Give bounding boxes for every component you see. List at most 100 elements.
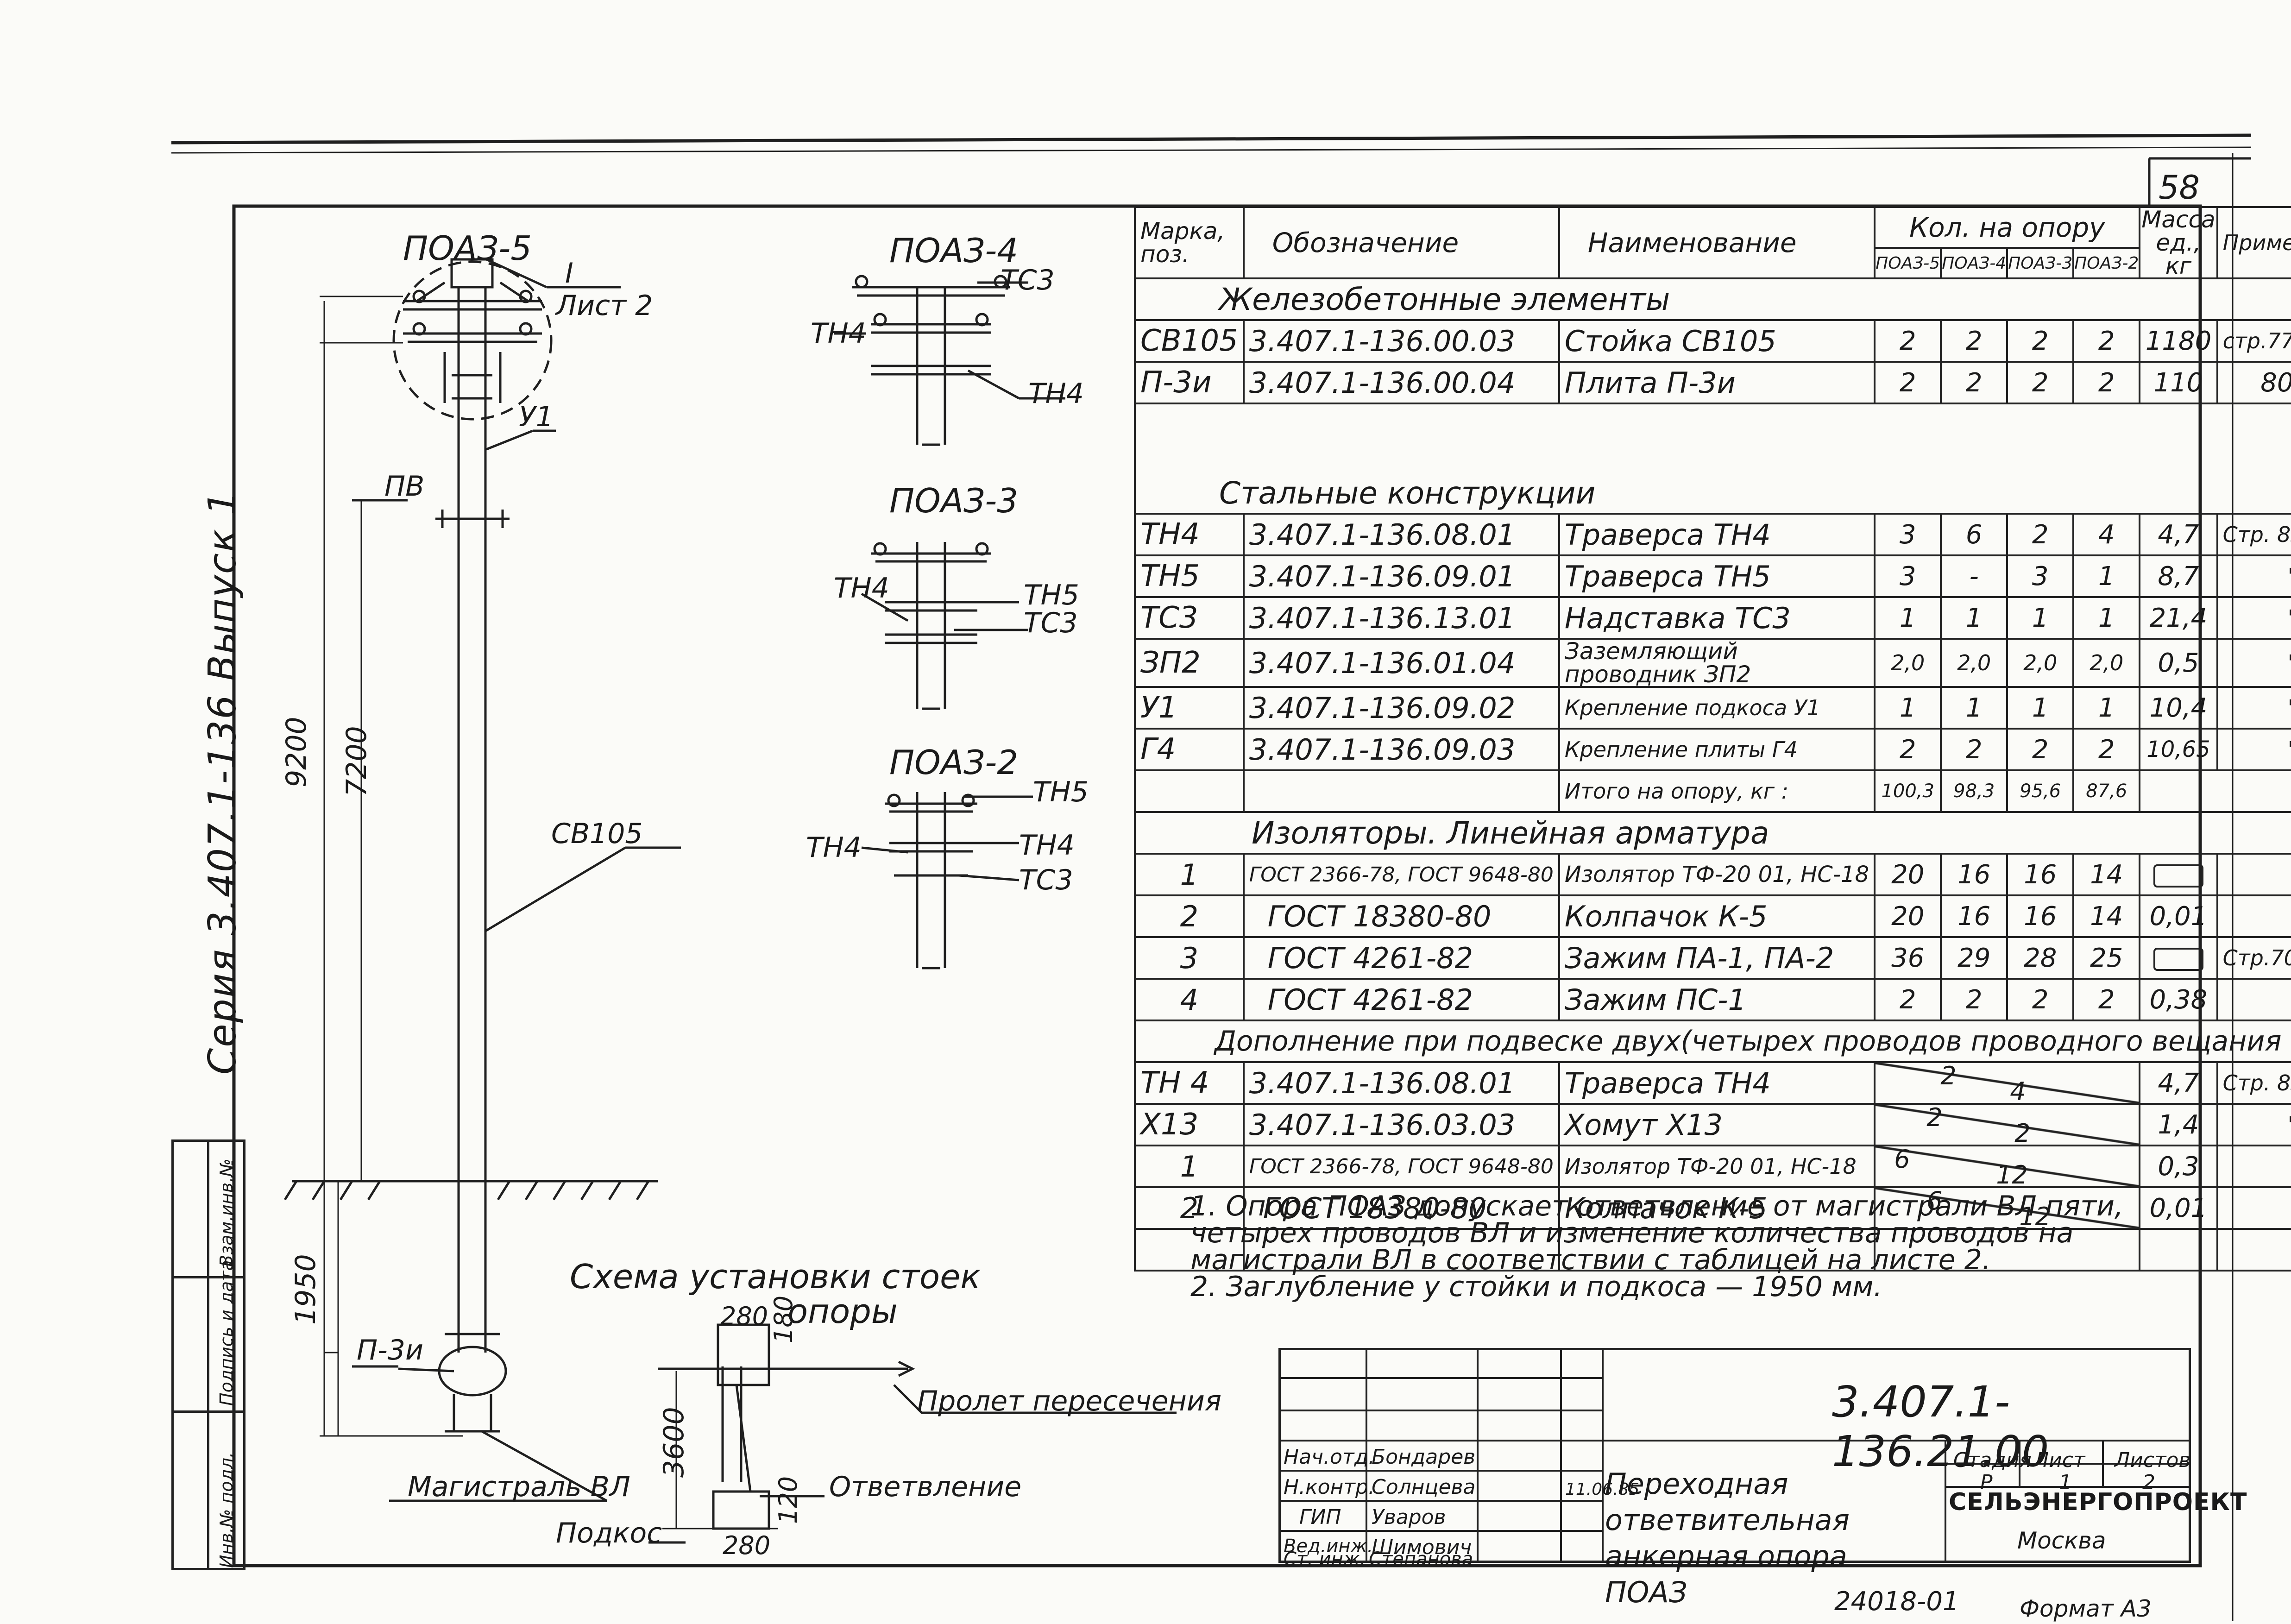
stamp-vzam: Взам.инв.№ bbox=[216, 1158, 237, 1267]
cell-name: Колпачок К-5 bbox=[1558, 894, 1876, 938]
cell-q3: 1 bbox=[2006, 686, 2075, 730]
poaz3-th5: ТН5 bbox=[1024, 579, 1079, 611]
cell-designation: 3.407.1-136.09.03 bbox=[1242, 728, 1560, 771]
sheet-label: Лист bbox=[2033, 1448, 2085, 1472]
poaz4-tc3: ТС3 bbox=[1001, 264, 1055, 296]
drawing-title: Переходная ответвительная анкерная опора… bbox=[1605, 1467, 1850, 1609]
qty-a: 2 bbox=[1940, 1062, 1957, 1090]
poaz5-title: ПОАЗ-5 bbox=[403, 229, 532, 268]
cell-empty bbox=[2139, 1228, 2218, 1272]
cell-qty-diagonal: 2 2 bbox=[1874, 1103, 2141, 1146]
cell-mass bbox=[2139, 936, 2218, 980]
cell-q3: 28 bbox=[2006, 936, 2075, 980]
table-row: ТН4 3.407.1-136.08.01 Траверса ТН4 3 6 2… bbox=[1134, 513, 2291, 556]
poaz3-th4: ТН4 bbox=[834, 572, 889, 604]
poaz4-th4a: ТН4 bbox=[811, 317, 866, 350]
poaz2-th4a: ТН4 bbox=[806, 831, 862, 864]
mass-box-icon bbox=[2153, 948, 2203, 971]
poaz3-title: ПОАЗ-3 bbox=[889, 481, 1019, 520]
scheme-title-2: опоры bbox=[787, 1292, 898, 1331]
cell-designation: 3.407.1-136.00.04 bbox=[1242, 361, 1560, 404]
qty-b: 12 bbox=[1996, 1160, 2028, 1187]
cell-empty bbox=[1874, 1228, 2141, 1272]
scheme-dim-120: 120 bbox=[774, 1476, 803, 1524]
cell-mass: 4,7 bbox=[2139, 513, 2218, 556]
cell-mark: ТС3 bbox=[1134, 596, 1245, 640]
page-number: 58 bbox=[2159, 169, 2200, 207]
poaz4-drawing bbox=[834, 275, 1065, 446]
cell-q3: 2 bbox=[2006, 513, 2075, 556]
cell-q4: 14 bbox=[2072, 853, 2141, 896]
cell-mark: У1 bbox=[1134, 686, 1245, 730]
cell-mark: ТН 4 bbox=[1134, 1061, 1245, 1105]
cell-name: Зажим ПА-1, ПА-2 bbox=[1558, 936, 1876, 980]
table-row: П-3и 3.407.1-136.00.04 Плита П-3и 2 2 2 … bbox=[1134, 361, 2291, 404]
cell-mass: 4,7 bbox=[2139, 1061, 2218, 1105]
qty-b: 2 bbox=[2014, 1119, 2031, 1146]
cell-q1: 2 bbox=[1874, 361, 1942, 404]
poaz2-th5: ТН5 bbox=[1033, 776, 1089, 808]
cell-mass bbox=[2139, 853, 2218, 896]
cell-name: Изолятор ТФ-20 01, НС-18 bbox=[1558, 1145, 1876, 1188]
footer-format: Формат А3 bbox=[2020, 1595, 2152, 1622]
staff-name: Бондарев bbox=[1372, 1445, 1476, 1469]
cell-name: Крепление подкоса У1 bbox=[1558, 686, 1876, 730]
note-2: 2. Заглубление у стойки и подкоса — 1950… bbox=[1190, 1271, 1882, 1303]
scheme-dim-180: 180 bbox=[769, 1295, 798, 1343]
cell-qty-diagonal: 2 4 bbox=[1874, 1061, 2141, 1105]
cell-note: " 84 bbox=[2216, 554, 2291, 598]
cell-name: Стойка СВ105 bbox=[1558, 319, 1876, 363]
staff-name: Степанова bbox=[1369, 1548, 1473, 1570]
total-q1: 100,3 bbox=[1874, 769, 1942, 813]
cell-designation: 3.407.1-136.03.03 bbox=[1242, 1103, 1560, 1146]
cell-designation: 3.407.1-136.08.01 bbox=[1242, 513, 1560, 556]
cell-note bbox=[2216, 853, 2291, 896]
cell-empty bbox=[1134, 769, 1245, 813]
poaz2-title: ПОАЗ-2 bbox=[889, 743, 1019, 782]
cell-q3: 2 bbox=[2006, 728, 2075, 771]
scheme-dim-3600: 3600 bbox=[658, 1407, 690, 1478]
cell-designation: ГОСТ 2366-78, ГОСТ 9648-80 bbox=[1242, 853, 1560, 896]
cell-q4: 2,0 bbox=[2072, 638, 2141, 688]
city: Москва bbox=[2017, 1527, 2106, 1554]
cell-note bbox=[2216, 978, 2291, 1021]
series-label: Серия 3.407.1-136 Выпуск 1 bbox=[201, 490, 245, 1075]
scheme-strut: Подкос bbox=[556, 1517, 662, 1549]
header-q3: ПОАЗ-3 bbox=[2006, 247, 2075, 279]
dim-1950: 1950 bbox=[290, 1254, 322, 1325]
cell-q4: 2 bbox=[2072, 361, 2141, 404]
cell-empty bbox=[1134, 1228, 1245, 1272]
empty-row bbox=[1134, 1228, 2291, 1272]
cell-designation: 3.407.1-136.08.01 bbox=[1242, 1061, 1560, 1105]
cell-name: Траверса ТН4 bbox=[1558, 513, 1876, 556]
cell-empty bbox=[2217, 770, 2291, 812]
title-block: 3.407.1-136.21.00 Стадия Лист Листов Р 1… bbox=[1278, 1348, 2247, 1609]
cell-q4: 14 bbox=[2072, 894, 2141, 938]
qty-a: 2 bbox=[1926, 1104, 1943, 1132]
cell-mark: 4 bbox=[1134, 978, 1245, 1021]
stamp-divider bbox=[174, 1276, 243, 1278]
cell-q1: 36 bbox=[1874, 936, 1942, 980]
poaz5-u1: У1 bbox=[519, 401, 554, 433]
scheme-drawing bbox=[648, 1323, 1177, 1544]
section-title: Дополнение при подвеске двух(четырех про… bbox=[1133, 1020, 2291, 1063]
cell-mass: 1,4 bbox=[2139, 1103, 2218, 1146]
cell-q2: 2 bbox=[1940, 361, 2008, 404]
section-row: Стальные конструкции bbox=[1133, 473, 2291, 515]
cell-designation: 3.407.1-136.00.03 bbox=[1242, 319, 1560, 363]
cell-designation: ГОСТ 4261-82 bbox=[1242, 936, 1560, 980]
cell-name: Зажим ПС-1 bbox=[1558, 978, 1876, 1021]
cell-q1: 1 bbox=[1874, 686, 1942, 730]
cell-mark: 3 bbox=[1134, 936, 1245, 980]
cell-q3: 2 bbox=[2006, 319, 2075, 363]
cell-q1: 20 bbox=[1874, 894, 1942, 938]
cell-name: Колпачок К-5 bbox=[1558, 1186, 1876, 1230]
cell-q1: 1 bbox=[1874, 596, 1942, 640]
cell-mass: 0,38 bbox=[2139, 978, 2218, 1021]
poaz5-pv: ПВ bbox=[384, 470, 425, 503]
cell-q4: 4 bbox=[2072, 513, 2141, 556]
cell-q1: 2 bbox=[1874, 978, 1942, 1021]
table-row: 3 ГОСТ 4261-82 Зажим ПА-1, ПА-2 36 29 28… bbox=[1134, 936, 2291, 980]
cell-q2: 16 bbox=[1940, 894, 2008, 938]
cell-q4: 1 bbox=[2072, 596, 2141, 640]
